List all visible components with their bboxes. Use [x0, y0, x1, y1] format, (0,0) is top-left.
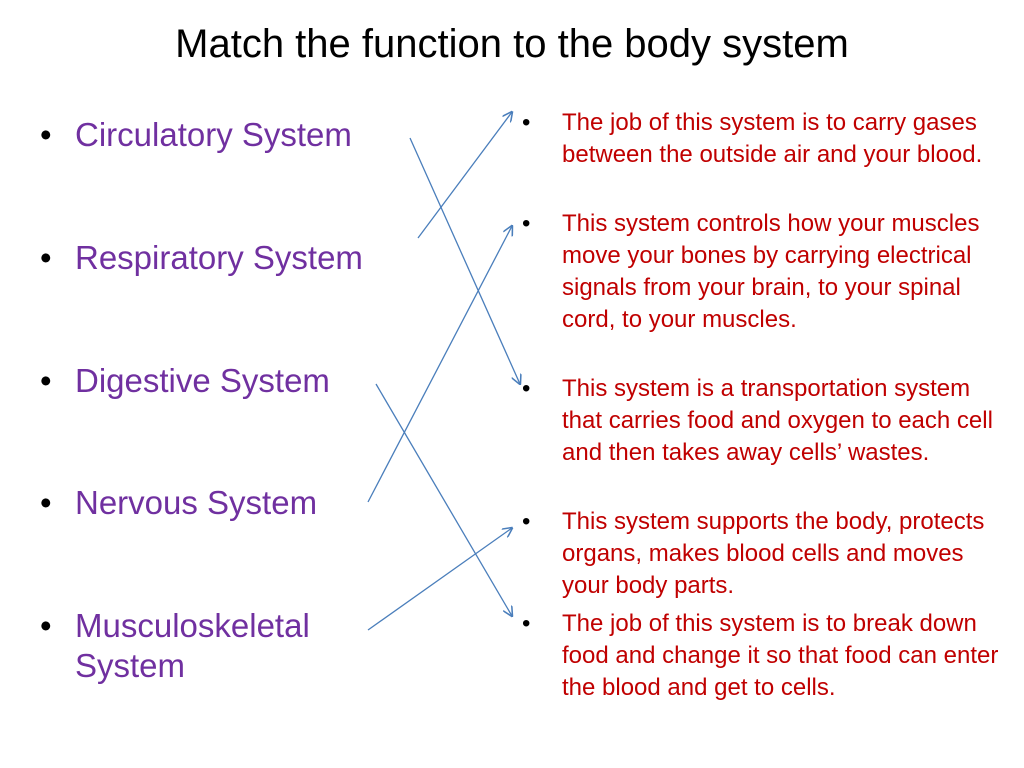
system-label: Respiratory System — [75, 239, 363, 276]
arrow-digestive-to-break-down-food — [375, 383, 512, 616]
system-label: Nervous System — [75, 484, 318, 521]
arrow-nervous-to-signals — [367, 226, 512, 503]
bullet-icon: • — [522, 375, 531, 402]
system-label: Digestive System — [75, 362, 330, 399]
function-description: The job of this system is to break down … — [562, 610, 999, 701]
system-label: Musculoskeletal System — [75, 607, 310, 684]
arrow-respiratory-to-gases — [417, 112, 512, 239]
function-description: The job of this system is to carry gases… — [562, 109, 983, 168]
function-description: This system controls how your muscles mo… — [562, 210, 980, 333]
bullet-icon: • — [522, 210, 531, 237]
system-label: Circulatory System — [75, 116, 352, 153]
function-description: This system is a transportation system t… — [562, 375, 993, 466]
arrow-circulatory-to-transport — [409, 137, 520, 384]
bullet-icon: • — [40, 239, 52, 276]
bullet-icon: • — [40, 484, 52, 521]
bullet-icon: • — [40, 607, 52, 644]
bullet-icon: • — [40, 362, 52, 399]
bullet-icon: • — [522, 610, 531, 637]
bullet-icon: • — [40, 116, 52, 153]
bullet-icon: • — [522, 508, 531, 535]
bullet-icon: • — [522, 109, 531, 136]
function-description: This system supports the body, protects … — [562, 508, 985, 599]
arrow-musculoskeletal-to-support — [367, 528, 512, 631]
slide-title: Match the function to the body system — [175, 22, 849, 66]
